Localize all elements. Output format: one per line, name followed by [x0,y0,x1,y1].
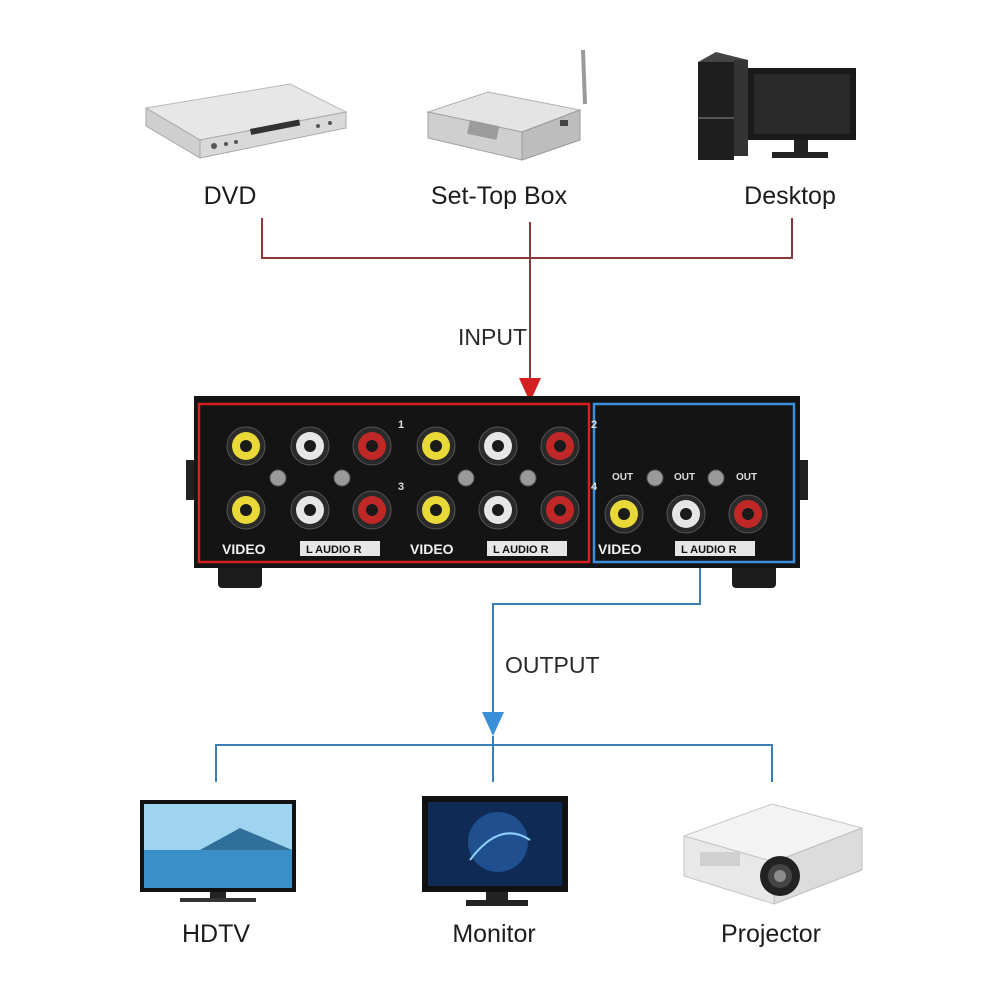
input-section-frame [197,402,591,564]
source-label-dvd: DVD [203,182,257,210]
screw-4 [519,469,537,487]
input-label: INPUT [458,324,527,350]
output-label-monitor: Monitor [452,920,536,948]
source-label-set-top-box: Set-Top Box [430,182,568,210]
input-jack-right-3 [352,426,392,466]
output-label: OUTPUT [505,652,600,678]
output-label-projector: Projector [720,920,822,948]
input-jack-right-6 [540,426,580,466]
output-video-label: VIDEO [598,541,642,557]
output-jack-right [728,494,768,534]
screw-3 [457,469,475,487]
out-label-left: OUT [674,472,695,483]
input-audio-label-b: L AUDIO R [493,544,549,556]
port-number-2: 2 [591,419,597,431]
input-connector-line [261,218,793,259]
screw-1 [269,469,287,487]
screw-2 [333,469,351,487]
input-jack-left-8 [290,490,330,530]
input-jack-video-1 [226,426,266,466]
input-audio-label-a: L AUDIO R [306,544,362,556]
input-jack-right-9 [352,490,392,530]
out-label-video: OUT [612,472,633,483]
output-label-hdtv: HDTV [181,920,251,948]
output-jack-left [666,494,706,534]
input-jack-left-5 [478,426,518,466]
input-video-label-b: VIDEO [410,541,454,557]
source-label-desktop: Desktop [744,182,836,210]
screw-6 [707,469,725,487]
output-audio-label: L AUDIO R [681,544,737,556]
output-jack-video [604,494,644,534]
input-jack-video-7 [226,490,266,530]
screw-5 [646,469,664,487]
input-jack-video-10 [416,490,456,530]
out-label-right: OUT [736,472,757,483]
input-video-label-a: VIDEO [222,541,266,557]
output-stem-line [492,568,701,712]
input-jack-left-11 [478,490,518,530]
output-section-frame [592,402,796,564]
input-jack-left-2 [290,426,330,466]
port-number-3: 3 [398,481,404,493]
port-number-4: 4 [591,481,598,493]
output-arrow-icon [482,712,504,736]
input-jack-right-12 [540,490,580,530]
port-number-1: 1 [398,419,404,431]
input-jack-video-4 [416,426,456,466]
input-arrow-icon [519,378,541,402]
